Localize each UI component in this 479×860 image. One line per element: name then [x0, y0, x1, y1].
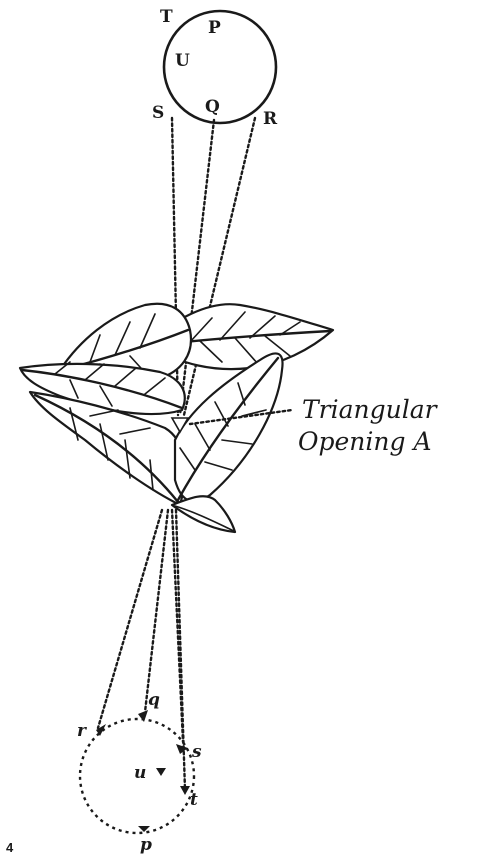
label-s: s [191, 742, 202, 762]
label-t: t [190, 790, 198, 810]
label-p: p [140, 835, 152, 855]
opening-label-line2: Opening A [298, 427, 432, 456]
label-P: P [208, 18, 221, 38]
ray-to-q [145, 510, 168, 712]
label-S: S [152, 103, 164, 123]
label-U: U [175, 51, 190, 71]
arrow-s [176, 744, 188, 754]
label-R: R [263, 109, 278, 129]
outgoing-rays [98, 510, 185, 790]
arrow-q [138, 710, 148, 722]
label-Q: Q [205, 97, 220, 117]
arrow-u [156, 768, 166, 776]
ray-from-Q [180, 120, 214, 415]
opening-label-line1: Triangular [302, 395, 439, 424]
arrow-t [180, 786, 190, 795]
leaf-cluster [20, 304, 333, 532]
figure-number: 4 [6, 840, 14, 855]
label-T: T [160, 7, 173, 27]
source-disc: T P U S Q R [152, 7, 278, 129]
label-r: r [77, 721, 87, 741]
label-u: u [134, 763, 146, 783]
label-q: q [148, 690, 160, 710]
